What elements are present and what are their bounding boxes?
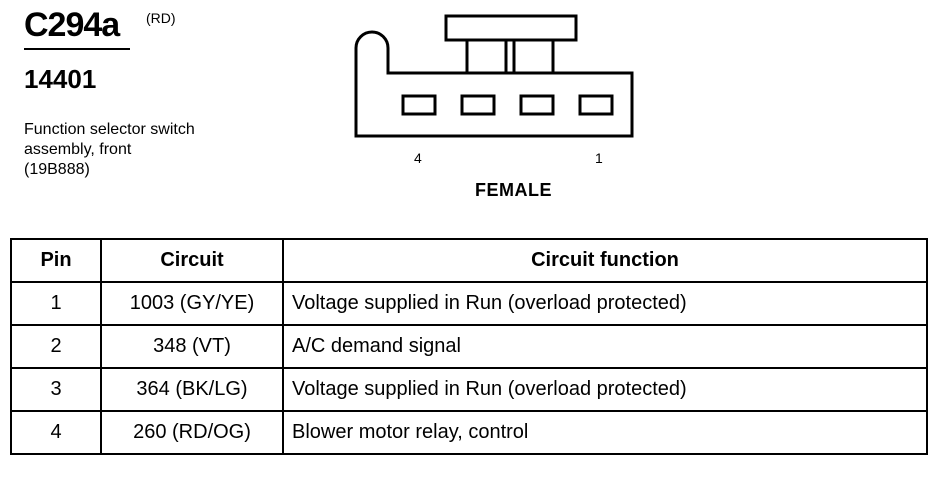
cell-pin: 1 xyxy=(10,281,102,326)
cell-function: Voltage supplied in Run (overload protec… xyxy=(282,367,928,412)
table-row: 4 260 (RD/OG) Blower motor relay, contro… xyxy=(10,410,928,455)
description-line: (19B888) xyxy=(24,161,90,178)
table-row: 1 1003 (GY/YE) Voltage supplied in Run (… xyxy=(10,281,928,326)
pin-cavity xyxy=(460,94,496,116)
header-pin: Pin xyxy=(10,238,102,283)
cell-pin: 4 xyxy=(10,410,102,455)
description-line: Function selector switch xyxy=(24,121,195,138)
cell-function: Blower motor relay, control xyxy=(282,410,928,455)
connector-face-diagram: 4 1 FEMALE xyxy=(340,8,660,208)
connector-id: C294a xyxy=(24,6,120,44)
pin-cavity xyxy=(401,94,437,116)
cell-pin: 2 xyxy=(10,324,102,369)
connector-header: C294a (RD) xyxy=(24,6,284,44)
header-circuit-function: Circuit function xyxy=(282,238,928,283)
pin-table: Pin Circuit Circuit function 1 1003 (GY/… xyxy=(10,238,928,455)
description-line: assembly, front xyxy=(24,141,132,158)
connector-view-label: FEMALE xyxy=(475,180,552,200)
cell-circuit: 364 (BK/LG) xyxy=(100,367,284,412)
table-header-row: Pin Circuit Circuit function xyxy=(10,238,928,283)
part-number: 14401 xyxy=(24,64,97,94)
cell-function: Voltage supplied in Run (overload protec… xyxy=(282,281,928,326)
cell-pin: 3 xyxy=(10,367,102,412)
pin-label-right: 1 xyxy=(595,150,603,166)
connector-color-code: (RD) xyxy=(146,10,176,26)
cell-circuit: 1003 (GY/YE) xyxy=(100,281,284,326)
cell-circuit: 260 (RD/OG) xyxy=(100,410,284,455)
pin-label-left: 4 xyxy=(414,150,422,166)
title-divider xyxy=(24,48,130,50)
header-circuit: Circuit xyxy=(100,238,284,283)
table-row: 3 364 (BK/LG) Voltage supplied in Run (o… xyxy=(10,367,928,412)
connector-outline-icon xyxy=(354,14,634,138)
cell-circuit: 348 (VT) xyxy=(100,324,284,369)
table-row: 2 348 (VT) A/C demand signal xyxy=(10,324,928,369)
component-description: Function selector switch assembly, front… xyxy=(24,120,195,180)
pin-cavity xyxy=(519,94,555,116)
cell-function: A/C demand signal xyxy=(282,324,928,369)
pin-cavity xyxy=(578,94,614,116)
